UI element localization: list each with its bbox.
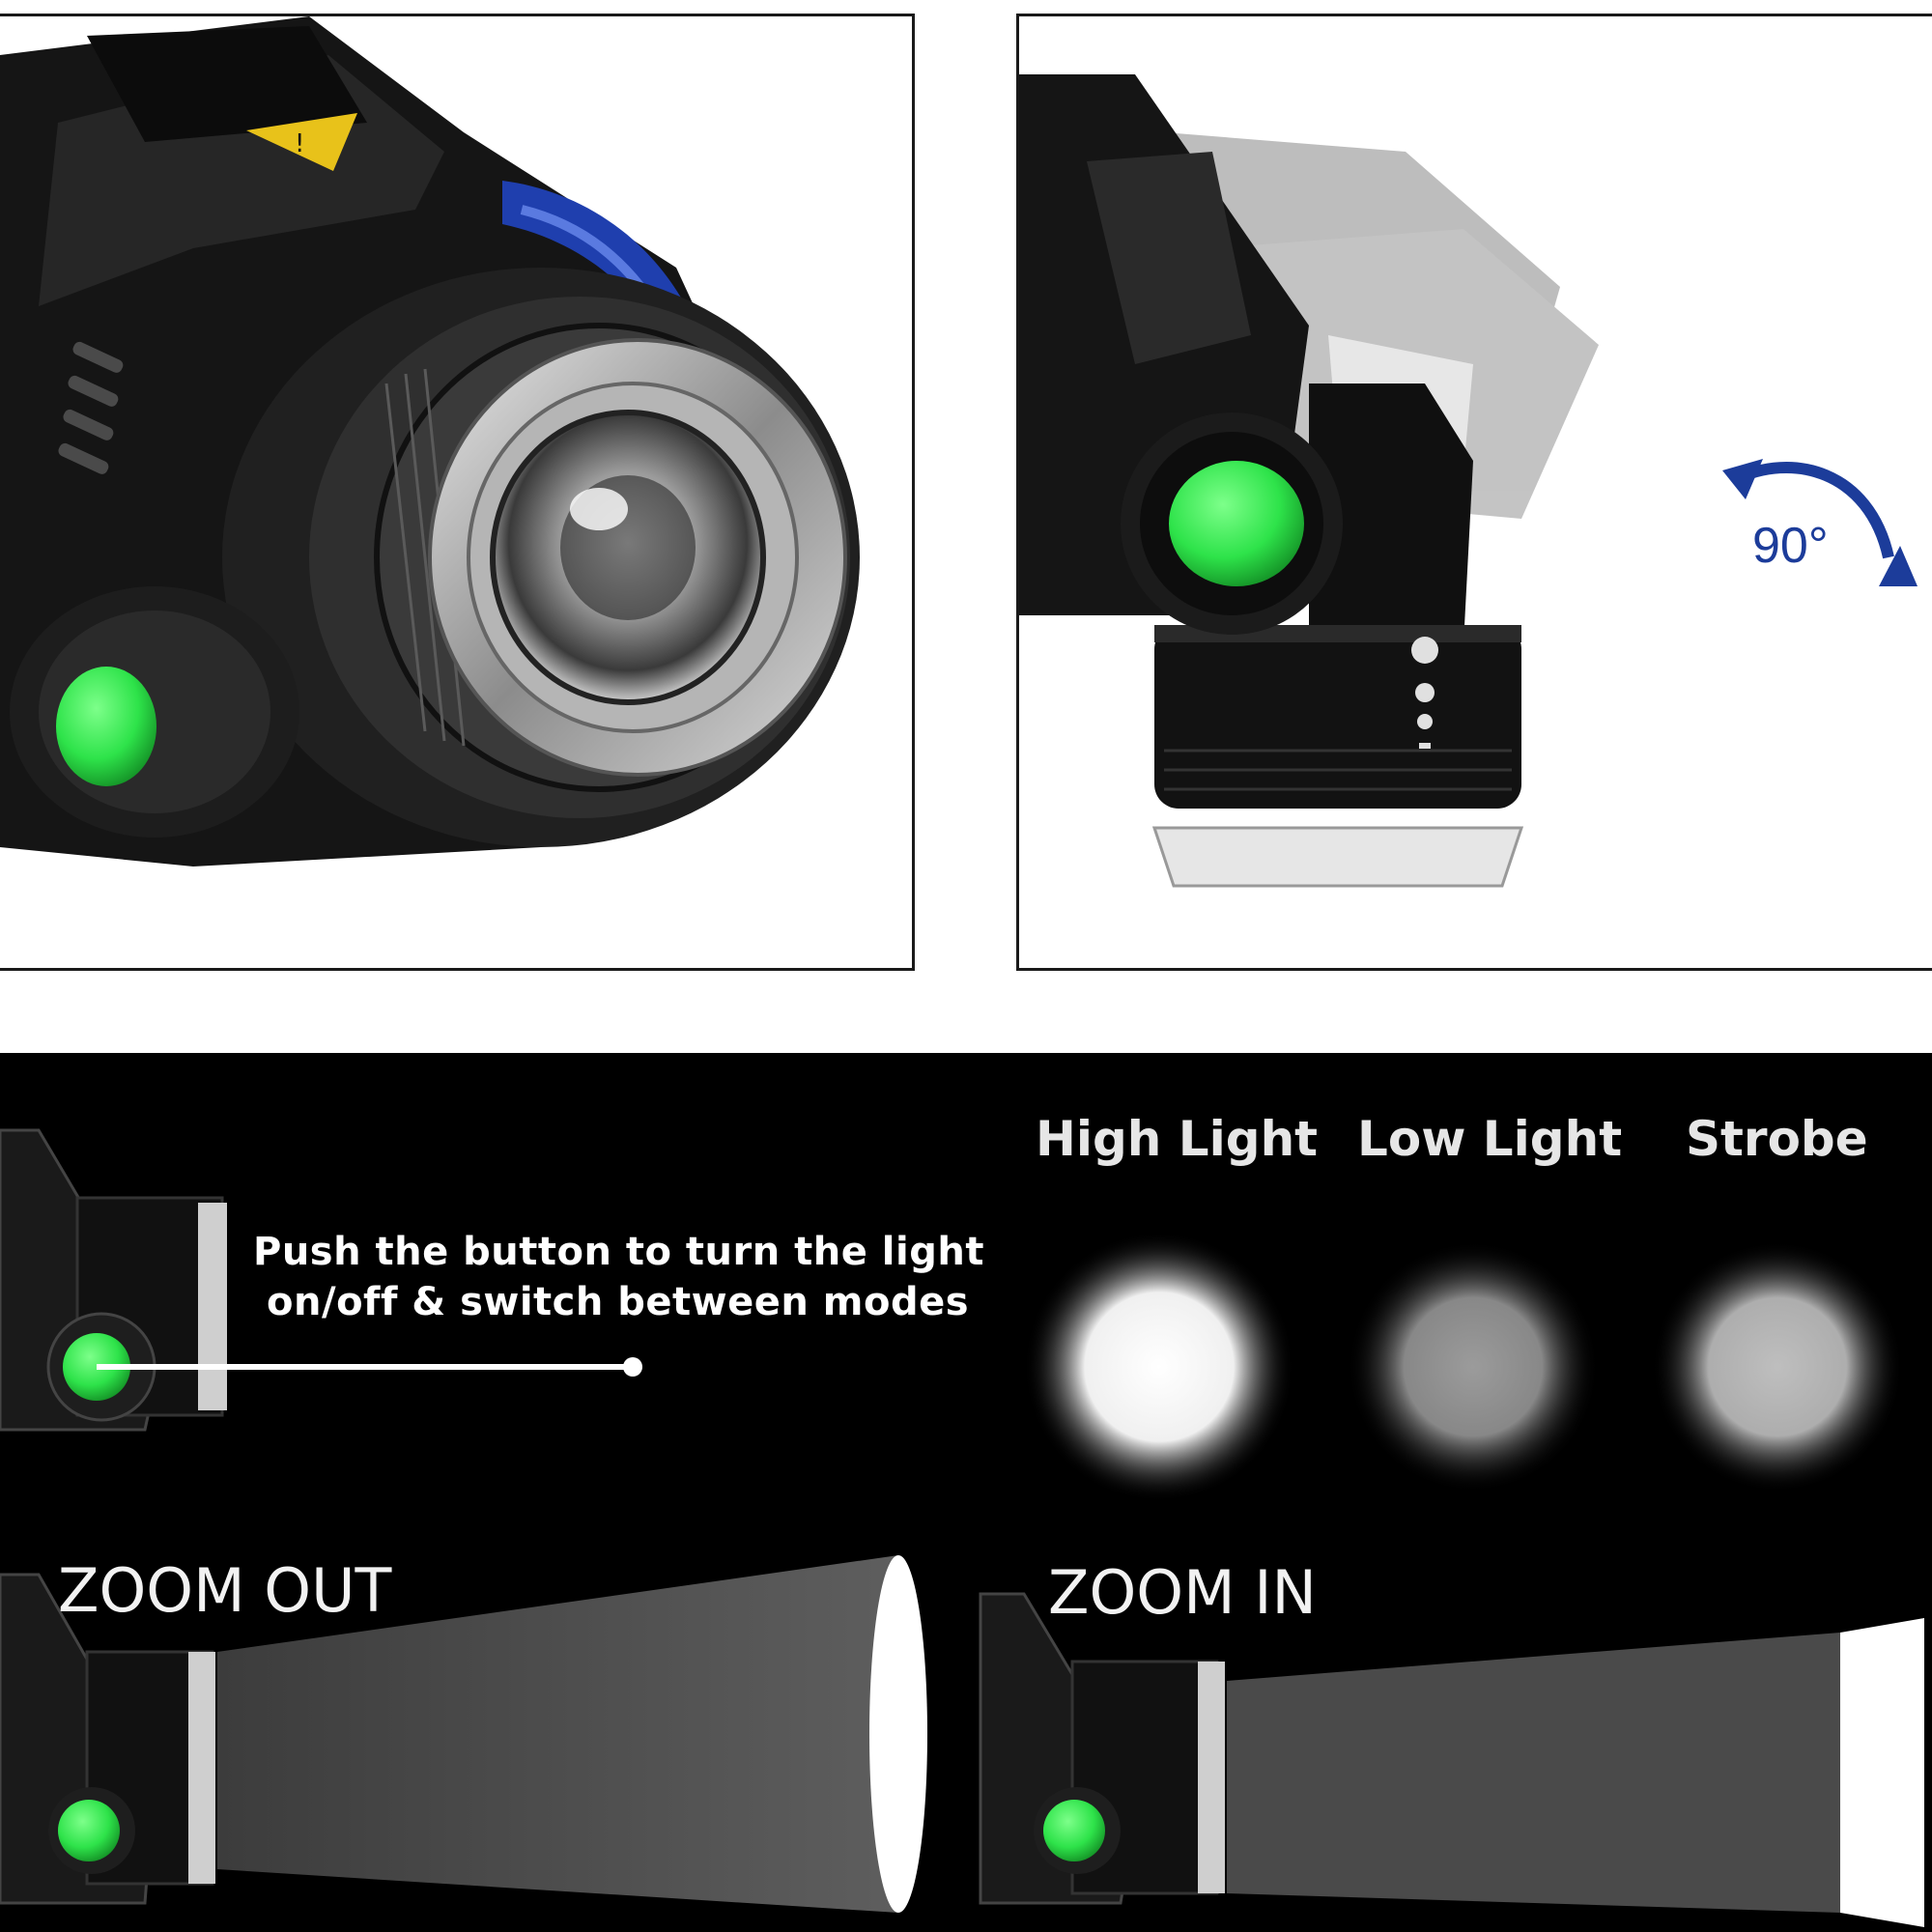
mode-label-strobe: Strobe <box>1686 1111 1868 1167</box>
rotation-panel <box>1016 14 1932 971</box>
zoom-in-label: ZOOM IN <box>1048 1557 1317 1628</box>
rotation-arrow-icon <box>1722 459 1918 586</box>
modes-and-zoom-illustration <box>0 1128 1924 1927</box>
modes-and-zoom-panel: Push the button to turn the light on/off… <box>0 1053 1932 1932</box>
zoom-out-label: ZOOM OUT <box>58 1555 392 1626</box>
mode-label-low: Low Light <box>1357 1111 1623 1167</box>
mode-label-high: High Light <box>1036 1111 1319 1167</box>
rotating-headlamp-illustration <box>1019 74 1918 888</box>
instruction-line-2: on/off & switch between modes <box>267 1280 970 1324</box>
button-instruction: Push the button to turn the light on/off… <box>253 1227 984 1327</box>
svg-text:!: ! <box>295 129 304 158</box>
headlamp-closeup-illustration: ! <box>0 16 860 867</box>
zoom-out-illustration <box>0 1555 927 1913</box>
zoom-in-illustration <box>979 1592 1924 1927</box>
warning-icon: ! <box>246 113 357 171</box>
strobe-glow <box>1652 1241 1903 1492</box>
headlamp-button-illustration <box>0 1128 642 1432</box>
headlamp-closeup-panel: ! <box>0 14 915 971</box>
low-light-glow <box>1348 1241 1599 1492</box>
rotation-angle-label: 90° <box>1752 518 1829 574</box>
power-button-closeup <box>56 667 156 786</box>
instruction-line-1: Push the button to turn the light <box>253 1230 984 1274</box>
power-button-rotation <box>1169 461 1304 586</box>
high-light-glow <box>1024 1232 1294 1502</box>
